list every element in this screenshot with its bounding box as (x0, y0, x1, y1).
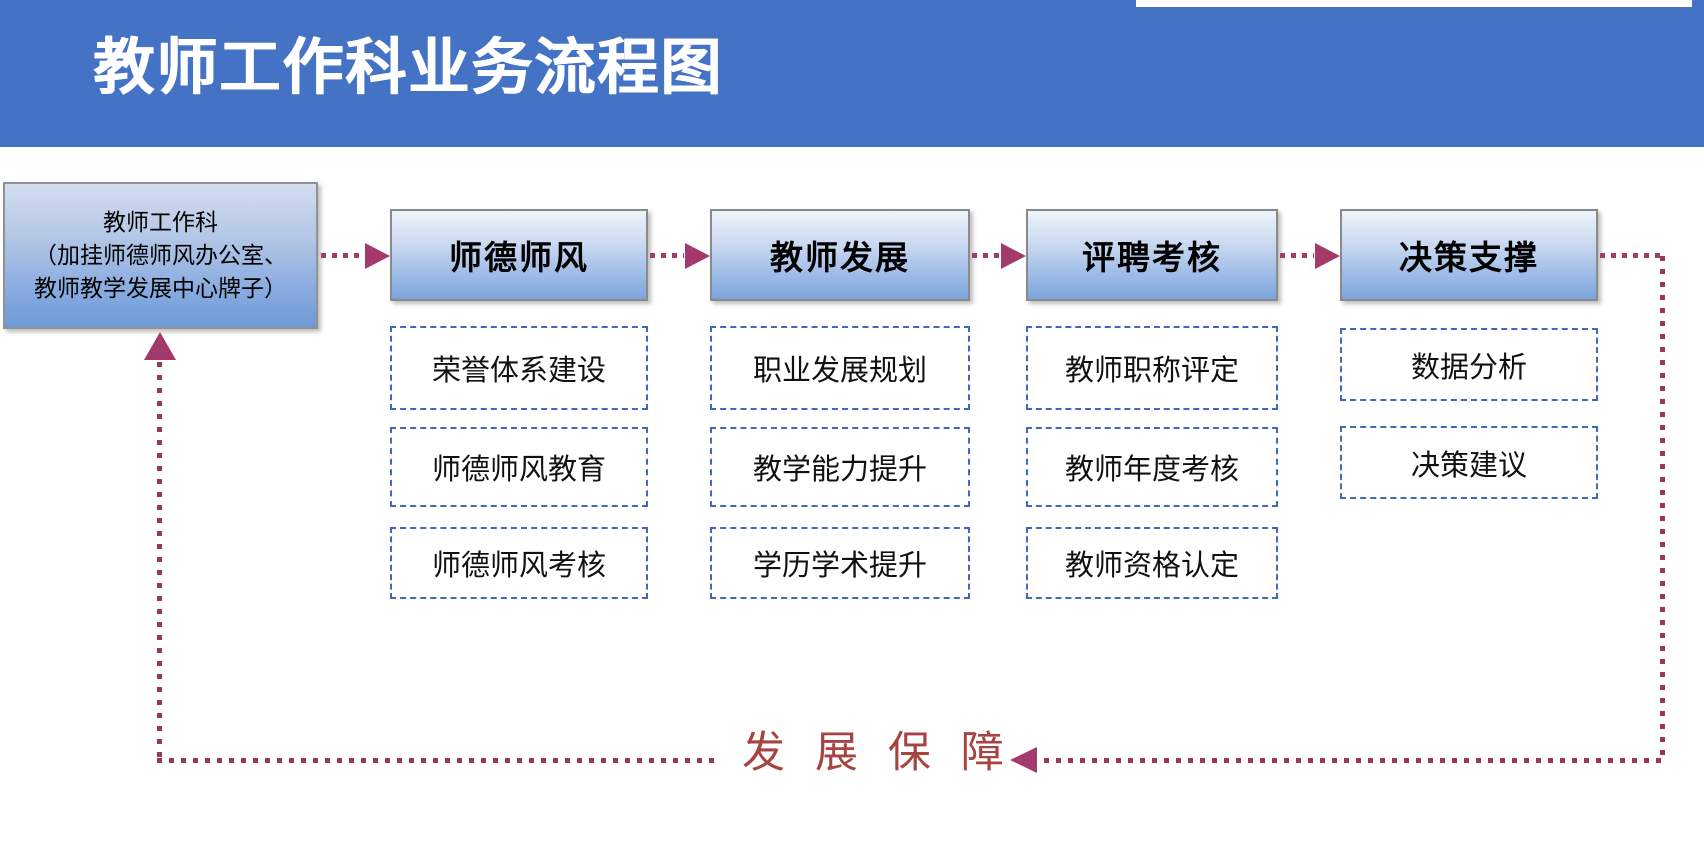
header-banner: 教师工作科业务流程图 (0, 0, 1704, 147)
arrowhead-right-icon (1315, 243, 1340, 269)
task-box: 学历学术提升 (710, 527, 970, 599)
feedback-label: 发 展 保 障 (742, 729, 1013, 777)
task-box: 教师职称评定 (1026, 326, 1278, 410)
flow-column-jiaoshi-fazhan: 教师发展 职业发展规划 教学能力提升 学历学术提升 (710, 209, 970, 629)
dotted-line (321, 253, 364, 258)
loop-line-bottom-right (1044, 758, 1664, 763)
flow-connector (1600, 243, 1662, 269)
task-box: 荣誉体系建设 (390, 326, 648, 410)
task-box: 师德师风考核 (390, 527, 648, 599)
root-box-line: （加挂师德师风办公室、 (34, 242, 287, 268)
loop-line-right (1660, 256, 1665, 761)
arrowhead-right-icon (685, 243, 710, 269)
task-box: 教师年度考核 (1026, 427, 1278, 507)
stage-box: 评聘考核 (1026, 209, 1278, 301)
loop-line-bottom-left (157, 758, 718, 763)
task-box: 决策建议 (1340, 426, 1598, 499)
task-box: 教师资格认定 (1026, 527, 1278, 599)
flow-arrow (650, 243, 710, 269)
flow-column-shide-shifeng: 师德师风 荣誉体系建设 师德师风教育 师德师风考核 (390, 209, 648, 629)
stage-box: 教师发展 (710, 209, 970, 301)
flow-column-pingpin-kaohe: 评聘考核 教师职称评定 教师年度考核 教师资格认定 (1026, 209, 1278, 629)
loop-line-left (157, 362, 162, 760)
stage-box: 师德师风 (390, 209, 648, 301)
dotted-line (1280, 253, 1314, 258)
dotted-line (1600, 253, 1662, 258)
arrowhead-right-icon (1001, 243, 1026, 269)
flow-column-juece-zhicheng: 决策支撑 数据分析 决策建议 (1340, 209, 1598, 629)
dotted-line (972, 253, 1000, 258)
dotted-line (650, 253, 684, 258)
flow-arrow (1280, 243, 1340, 269)
task-box: 职业发展规划 (710, 326, 970, 410)
root-box-line: 教师工作科 (103, 209, 218, 235)
banner-gap-artifact (1136, 0, 1692, 7)
task-box: 教学能力提升 (710, 427, 970, 507)
page-title: 教师工作科业务流程图 (93, 33, 724, 101)
flow-arrow (321, 243, 390, 269)
task-box: 师德师风教育 (390, 427, 648, 507)
stage-box: 决策支撑 (1340, 209, 1598, 301)
task-box: 数据分析 (1340, 328, 1598, 401)
root-department-box: 教师工作科 （加挂师德师风办公室、 教师教学发展中心牌子） (3, 182, 318, 329)
flow-arrow (972, 243, 1026, 269)
arrowhead-up-icon (144, 332, 176, 360)
arrowhead-right-icon (365, 243, 390, 269)
root-box-line: 教师教学发展中心牌子） (34, 275, 287, 301)
arrowhead-left-icon (1010, 747, 1037, 773)
